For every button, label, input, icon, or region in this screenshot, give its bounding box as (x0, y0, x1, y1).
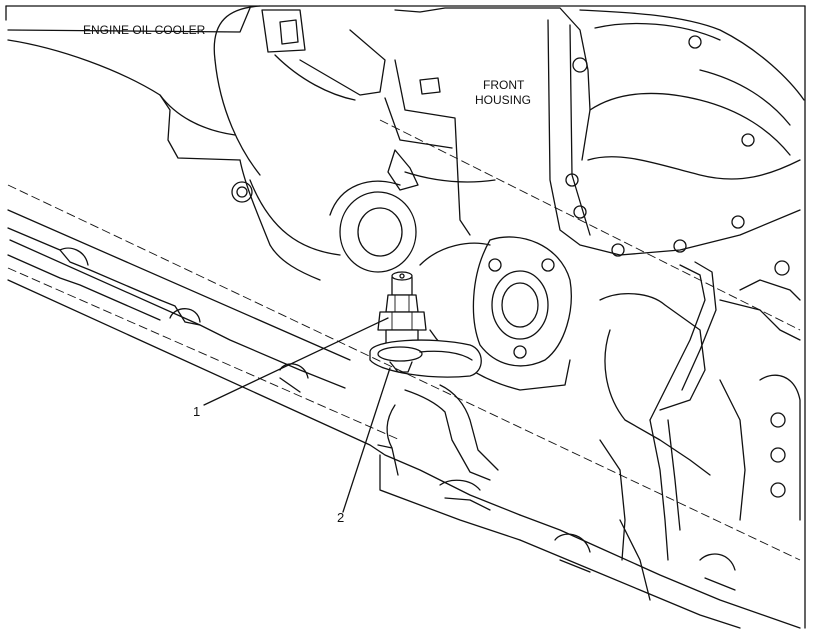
lower-block-rail (7, 119, 801, 629)
leader-lines (203, 317, 391, 513)
leader-line-2 (342, 367, 391, 513)
cooler-boss (329, 180, 417, 273)
leader-line-1 (203, 317, 389, 406)
cylinder-block-rail (7, 209, 521, 541)
callout-1: 1 (193, 404, 200, 419)
callout-2: 2 (337, 510, 344, 525)
mounting-bracket (384, 59, 496, 236)
sealing-washer (369, 339, 482, 378)
diagram-frame (5, 5, 806, 629)
temperature-sensor (377, 271, 427, 346)
engine-oil-cooler-label: ENGINE OIL COOLER (83, 23, 206, 37)
front-housing (394, 7, 805, 257)
right-housing-detail (599, 260, 801, 561)
oil-tube (377, 384, 499, 481)
front-housing-label-line1: FRONT (483, 78, 525, 92)
oil-cooler-body (7, 5, 386, 281)
front-housing-label-line2: HOUSING (475, 93, 531, 107)
